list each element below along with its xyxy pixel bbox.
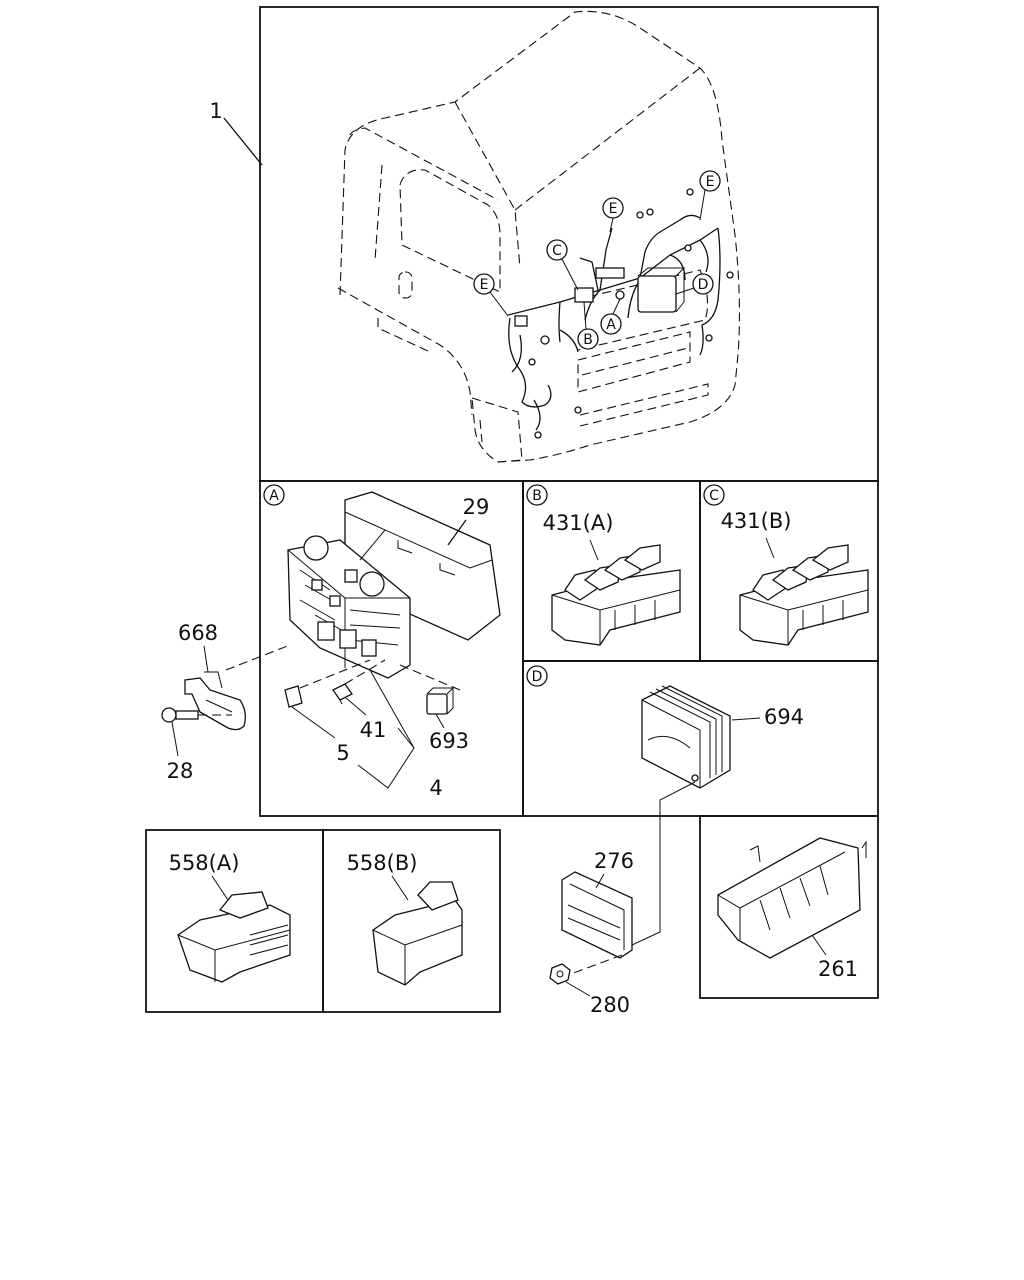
label-nut: 280 <box>590 993 630 1017</box>
relay-block-b <box>739 544 869 646</box>
callout-e-right: E <box>699 170 721 221</box>
leader-bolt <box>171 721 179 757</box>
connector-558a <box>177 891 291 983</box>
callout-b: B <box>577 301 599 350</box>
leader-cover <box>447 519 467 546</box>
bolt-28 <box>161 707 199 723</box>
leader-fuse-set-2 <box>369 669 415 749</box>
leader-connector-a <box>211 875 229 901</box>
relay-693 <box>426 687 455 715</box>
svg-text:B: B <box>532 488 542 504</box>
label-cover: 29 <box>463 495 490 519</box>
leader-nut <box>565 981 591 997</box>
dash-fuse-41 <box>344 659 386 685</box>
leader-relay-block-a <box>589 539 599 561</box>
fuse-box <box>287 535 411 679</box>
leader-controller-cover <box>811 934 827 956</box>
label-controller-base: 276 <box>594 849 634 873</box>
callout-c: C <box>546 239 579 291</box>
panel-cover <box>699 815 879 999</box>
svg-text:B: B <box>583 332 593 348</box>
fuse-41 <box>332 683 353 705</box>
dash-relay <box>399 664 461 691</box>
label-fuse-set: 4 <box>429 776 442 800</box>
label-controller: 694 <box>764 705 804 729</box>
label-bolt: 28 <box>167 759 194 783</box>
label-connector-a: 558(A) <box>169 851 240 875</box>
nut-280 <box>549 963 571 985</box>
leader-main-harness <box>223 117 263 166</box>
link-base-controller <box>631 781 696 946</box>
leader-controller-base <box>595 873 605 889</box>
relay-block-a <box>551 544 681 646</box>
leader-relay-block-b <box>765 537 775 559</box>
leader-fuse-5 <box>291 706 336 739</box>
callout-e-center: E <box>602 197 624 233</box>
label-controller-cover: 261 <box>818 957 858 981</box>
svg-text:A: A <box>606 317 616 333</box>
connector-558b <box>372 881 463 986</box>
controller-694 <box>641 685 731 789</box>
callout-a: A <box>600 298 622 335</box>
leader-connector-b <box>391 875 409 901</box>
label-connector-b: 558(B) <box>347 851 418 875</box>
fuse-5 <box>284 685 303 708</box>
dash-fuse-5 <box>299 659 371 689</box>
svg-text:C: C <box>709 488 719 504</box>
label-bracket: 668 <box>178 621 218 645</box>
svg-text:C: C <box>552 243 562 259</box>
svg-text:E: E <box>609 201 618 217</box>
dash-nut <box>567 954 623 976</box>
bracket-668 <box>184 671 246 731</box>
leader-fuse-set <box>357 727 415 789</box>
leader-fuse-41 <box>345 697 367 716</box>
cab-panel <box>259 6 879 482</box>
svg-text:E: E <box>480 277 489 293</box>
label-relay-block-a: 431(A) <box>543 511 614 535</box>
svg-text:D: D <box>698 277 709 293</box>
svg-text:A: A <box>269 488 279 504</box>
leader-relay <box>435 713 445 729</box>
label-main-harness: 1 <box>209 99 222 123</box>
label-relay: 693 <box>429 729 469 753</box>
dash-bracket <box>225 644 291 671</box>
leader-cover-box <box>359 529 386 561</box>
leader-controller <box>731 717 761 721</box>
label-fuse-41: 41 <box>360 718 387 742</box>
svg-text:E: E <box>706 174 715 190</box>
controller-cover-261 <box>717 837 867 959</box>
label-relay-block-b: 431(B) <box>721 509 792 533</box>
svg-text:D: D <box>532 669 543 685</box>
callout-e-left: E <box>473 273 509 317</box>
main-harness <box>507 188 734 439</box>
leader-bracket <box>203 645 209 673</box>
panel-connector-b <box>322 829 501 1013</box>
callout-d: D <box>675 273 714 295</box>
controller-base-276 <box>561 871 633 959</box>
label-fuse-5: 5 <box>336 741 349 765</box>
